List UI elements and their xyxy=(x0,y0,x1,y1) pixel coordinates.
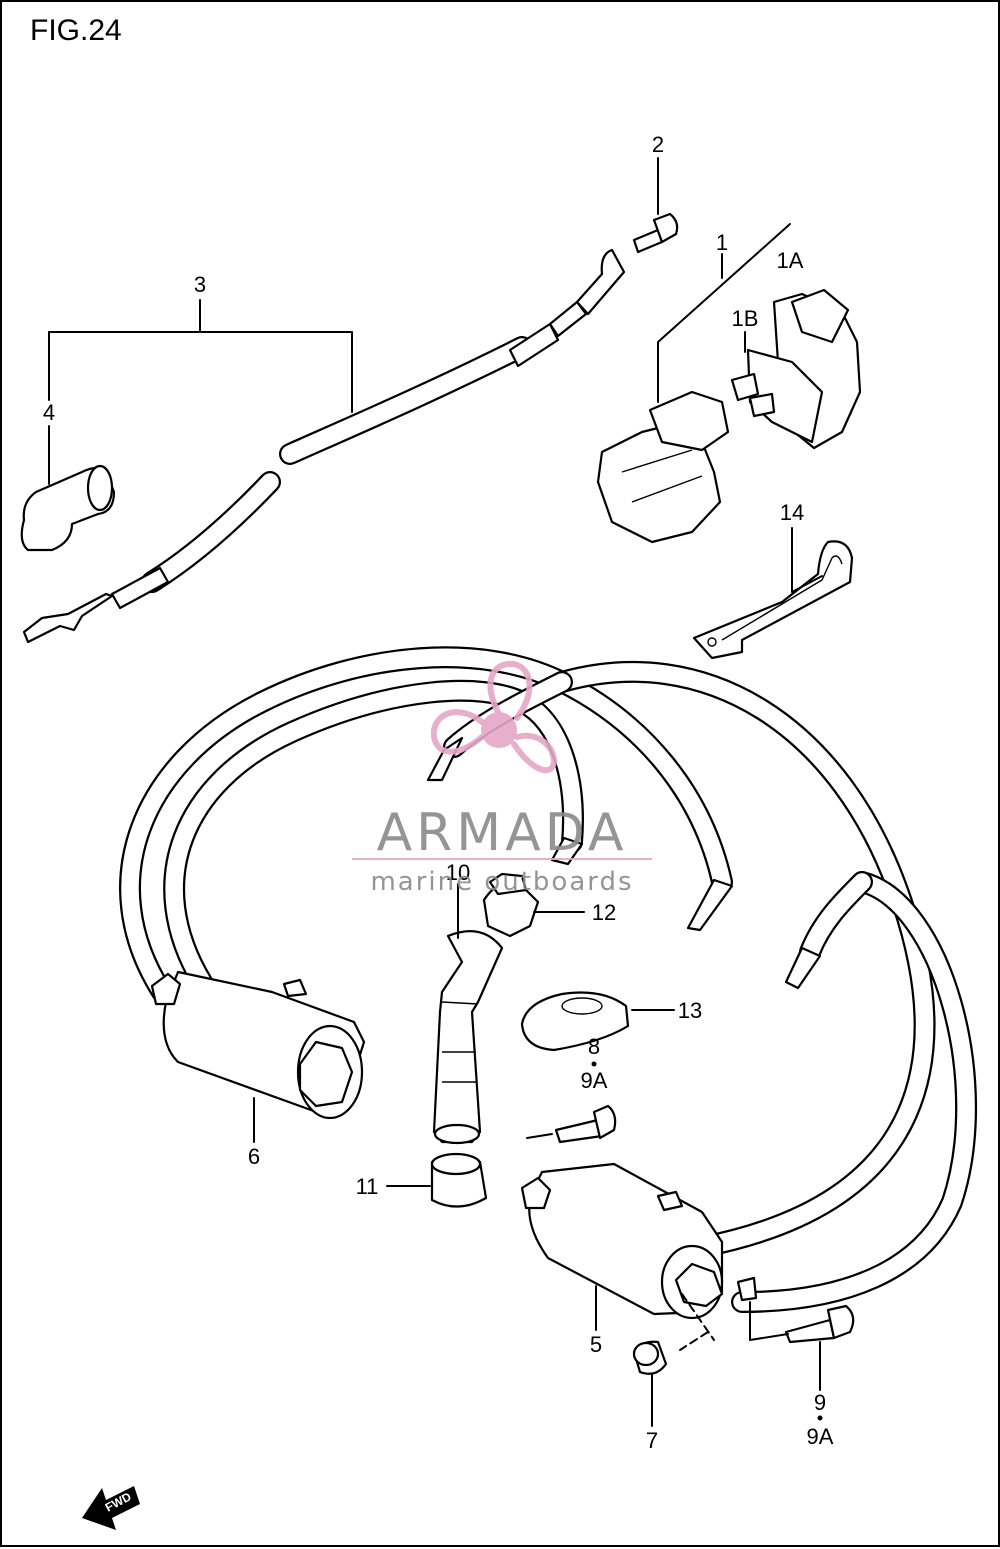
callout-6: 6 xyxy=(248,1144,260,1169)
part-6-ignition-coil xyxy=(150,970,366,1120)
part-1B-connector xyxy=(730,348,824,444)
callout-11: 11 xyxy=(356,1174,379,1199)
callout-3: 3 xyxy=(194,272,206,297)
callout-7: 7 xyxy=(646,1428,658,1453)
callout-9A-lower: 9A xyxy=(807,1424,834,1449)
callout-8: 8 xyxy=(588,1034,600,1059)
part-3-cable xyxy=(22,248,626,644)
watermark-tagline: marine outboards xyxy=(370,867,633,897)
part-7-collar xyxy=(632,1340,668,1375)
part-2-bolt xyxy=(632,212,679,254)
part-12-fitting xyxy=(482,872,540,938)
callout-1: 1 xyxy=(716,230,728,255)
propeller-logo-icon xyxy=(430,660,558,774)
callout-2: 2 xyxy=(652,132,664,157)
callout-10: 10 xyxy=(446,860,470,885)
part-11-grommet xyxy=(430,1152,488,1208)
part-8-bolt xyxy=(526,1104,617,1144)
part-10-plug-cap xyxy=(432,930,504,1145)
part-4-boot xyxy=(20,464,116,552)
part-14-bracket xyxy=(692,540,854,660)
forward-arrow-icon: FWD xyxy=(82,1486,140,1530)
callout-9: 9 xyxy=(814,1390,826,1415)
part-13-washer xyxy=(520,991,630,1052)
callout-4: 4 xyxy=(43,400,55,425)
callout-labels: 1 1A 1B 2 3 4 14 10 12 13 8 9A 6 11 5 9 … xyxy=(43,132,834,1453)
part-1-connector xyxy=(596,390,730,544)
callout-1B: 1B xyxy=(732,306,759,331)
part-9-bolt xyxy=(784,1304,855,1344)
callout-14: 14 xyxy=(780,500,804,525)
callout-9A-upper: 9A xyxy=(581,1068,608,1093)
part-5-ignition-coil xyxy=(520,1162,758,1320)
callout-12: 12 xyxy=(592,900,616,925)
watermark: ARMADA marine outboards xyxy=(352,660,652,897)
callout-5: 5 xyxy=(590,1332,602,1357)
callout-1A: 1A xyxy=(777,248,804,273)
watermark-brand: ARMADA xyxy=(377,803,628,863)
ht-leads xyxy=(119,646,978,1313)
leader-lines xyxy=(48,157,823,1427)
figure-title: FIG.24 xyxy=(30,14,122,47)
callout-13: 13 xyxy=(678,998,702,1023)
